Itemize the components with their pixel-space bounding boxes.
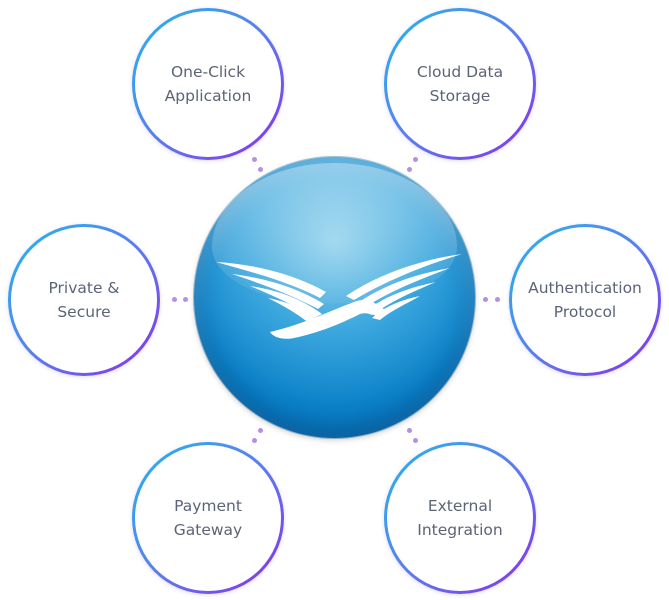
feature-private-secure[interactable]: Private & Secure [8,224,160,376]
feature-payment-gateway[interactable]: Payment Gateway [132,442,284,594]
feature-inner: External Integration [387,445,533,591]
feature-label: External Integration [417,497,503,539]
feature-inner: Cloud Data Storage [387,11,533,157]
feature-label: Payment Gateway [173,497,243,539]
feature-one-click-application[interactable]: One-Click Application [132,8,284,160]
feature-label: One-Click Application [164,63,252,105]
feature-inner: Private & Secure [11,227,157,373]
feature-authentication-protocol[interactable]: Authentication Protocol [509,224,661,376]
feature-label: Private & Secure [48,279,120,321]
feature-label: Authentication Protocol [528,279,642,321]
feature-external-integration[interactable]: External Integration [384,442,536,594]
feature-inner: One-Click Application [135,11,281,157]
feature-cloud-data-storage[interactable]: Cloud Data Storage [384,8,536,160]
eagle-icon [216,254,462,339]
central-hub [194,157,475,438]
feature-inner: Authentication Protocol [512,227,658,373]
feature-label: Cloud Data Storage [416,63,504,105]
feature-inner: Payment Gateway [135,445,281,591]
